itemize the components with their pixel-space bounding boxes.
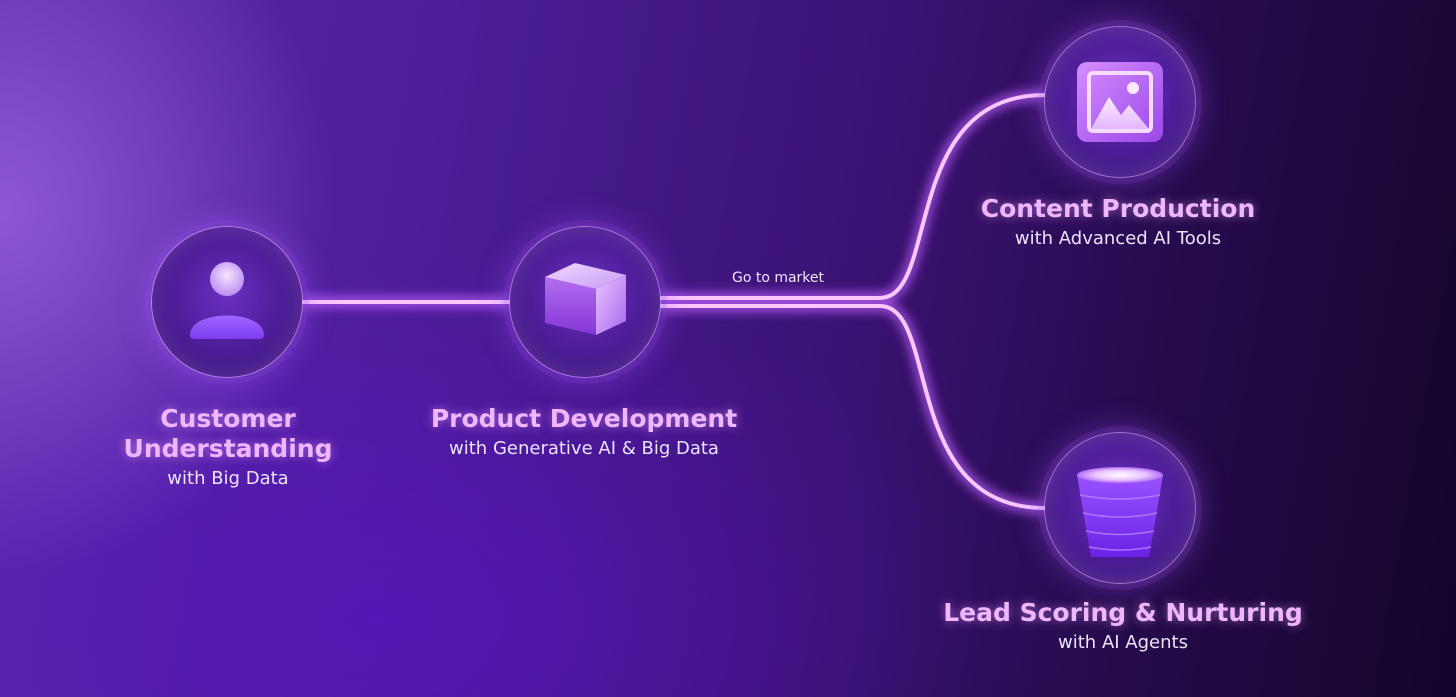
node-subtitle: with Generative AI & Big Data (449, 438, 719, 459)
node-content-production (1045, 27, 1195, 177)
node-title: Understanding (123, 434, 333, 463)
connector-product-lead (660, 304, 1046, 510)
node-title: Lead Scoring & Nurturing (943, 598, 1303, 627)
node-subtitle: with AI Agents (1058, 632, 1188, 653)
node-lead-scoring (1045, 433, 1195, 583)
node-title: Customer (160, 404, 296, 433)
image-icon (1077, 62, 1163, 142)
go-to-market-label: Go to market (731, 270, 825, 286)
label-lead-scoring: Lead Scoring & Nurturing with AI Agents (920, 598, 1326, 656)
label-product-development: Product Development with Generative AI &… (414, 404, 754, 462)
label-customer-understanding: Customer Understanding with Big Data (110, 404, 346, 492)
connector-core (302, 93, 1046, 510)
node-product-development (510, 227, 660, 377)
node-customer-understanding (152, 227, 302, 377)
node-title: Product Development (430, 404, 738, 433)
node-subtitle: with Big Data (167, 468, 289, 489)
label-content-production: Content Production with Advanced AI Tool… (960, 194, 1276, 252)
funnel-icon (1077, 467, 1163, 557)
connector-product-content (660, 93, 1046, 300)
node-title: Content Production (980, 194, 1256, 223)
cube-icon (545, 263, 626, 335)
node-subtitle: with Advanced AI Tools (1014, 228, 1222, 249)
person-icon (190, 262, 264, 339)
